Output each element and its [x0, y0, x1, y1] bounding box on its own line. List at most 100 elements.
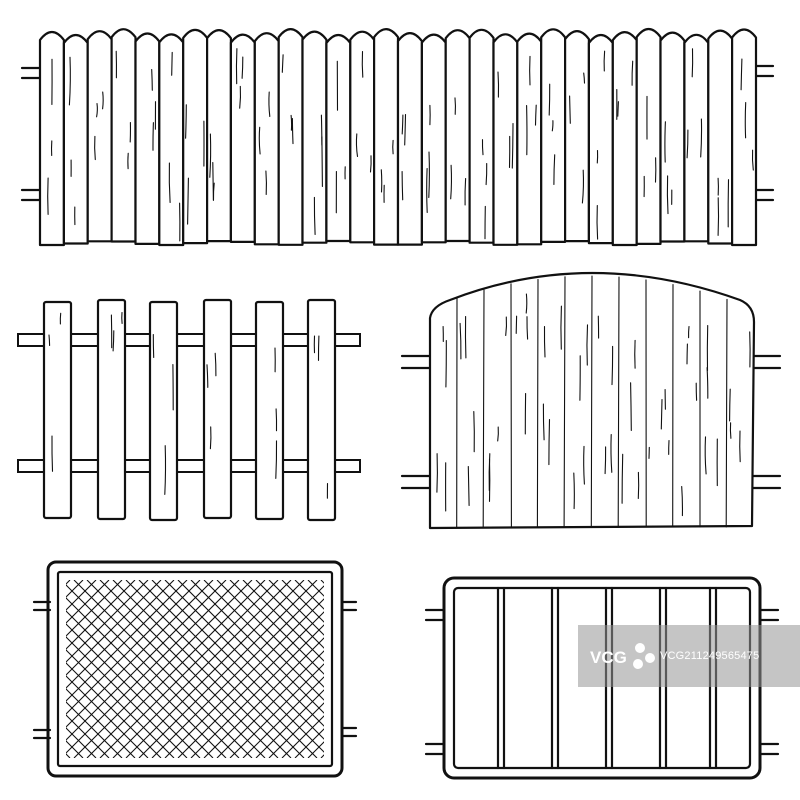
- slat-board: [306, 298, 337, 522]
- wood-grain: [209, 133, 212, 178]
- wood-grain: [209, 426, 212, 450]
- wood-grain: [48, 334, 51, 347]
- wood-grain: [450, 164, 453, 200]
- wood-grain: [505, 316, 508, 337]
- mesh-wire: [242, 676, 324, 758]
- mesh-wire: [66, 580, 71, 585]
- mesh-wire: [151, 585, 324, 758]
- mesh-wire: [66, 714, 110, 758]
- mesh-wire: [229, 663, 324, 758]
- mesh-wire: [138, 580, 318, 758]
- wood-grain: [187, 177, 189, 225]
- wood-grain: [621, 453, 624, 504]
- picket-board: [325, 33, 352, 243]
- picket-board: [134, 32, 161, 245]
- mesh-wire: [66, 580, 214, 728]
- mesh-wire: [73, 580, 253, 758]
- wood-grain: [583, 72, 586, 84]
- wood-grain: [467, 465, 470, 507]
- wood-grain: [596, 204, 599, 240]
- wood-grain: [404, 114, 407, 146]
- wood-grain: [573, 472, 575, 510]
- picket-board: [611, 31, 638, 247]
- fence1-boards: [38, 27, 758, 247]
- wood-grain: [112, 330, 115, 352]
- wood-grain: [275, 440, 278, 479]
- picket-board: [38, 30, 65, 247]
- mesh-wire: [66, 580, 123, 637]
- watermark-band: [578, 625, 800, 687]
- wood-grain: [617, 101, 619, 117]
- picket-board: [373, 28, 400, 246]
- picket-board: [62, 33, 89, 245]
- mesh-wire: [373, 580, 551, 758]
- mesh-wire: [255, 580, 324, 649]
- picket-board: [277, 28, 304, 246]
- slat-board: [202, 298, 233, 520]
- fence1-rails: [20, 64, 775, 202]
- slat-board: [96, 298, 127, 521]
- mesh-wire: [190, 624, 324, 758]
- wood-grain: [313, 196, 316, 236]
- panel-board-seam: [617, 276, 620, 528]
- mesh-wire: [360, 580, 538, 758]
- wood-grain: [51, 435, 54, 472]
- wood-grain: [548, 419, 551, 466]
- mesh-wire: [66, 580, 136, 650]
- wood-grain: [265, 170, 267, 196]
- wood-grain: [168, 162, 171, 204]
- picket-board: [731, 28, 758, 247]
- mesh-wire: [0, 580, 44, 758]
- wood-grain: [473, 411, 475, 453]
- picket-board: [253, 32, 280, 246]
- wood-grain: [497, 71, 500, 98]
- slat-board: [42, 300, 73, 520]
- wood-grain: [481, 139, 484, 156]
- wood-grain: [488, 453, 491, 492]
- wood-grain: [151, 68, 153, 91]
- wood-grain: [583, 445, 585, 485]
- watermark-brand: VCG: [590, 648, 627, 667]
- wood-grain: [171, 51, 173, 76]
- picket-board: [86, 30, 113, 243]
- wood-grain: [631, 60, 634, 86]
- wood-grain: [511, 122, 514, 169]
- mesh-wire: [66, 580, 110, 624]
- wood-grain: [355, 133, 359, 158]
- mesh-wire: [112, 580, 292, 758]
- watermark-id-text: VCG211249565475: [660, 650, 760, 662]
- mesh-wire: [66, 580, 175, 689]
- wood-grain: [241, 56, 244, 79]
- wood-grain: [586, 324, 589, 366]
- wood-grain: [164, 445, 167, 495]
- wood-grain: [291, 117, 294, 145]
- mesh-wire: [66, 580, 97, 611]
- mesh-wire: [164, 598, 324, 758]
- wood-grain: [660, 398, 663, 430]
- wood-grain: [361, 51, 364, 78]
- wood-grain: [321, 136, 323, 188]
- wood-grain: [68, 56, 71, 106]
- wood-grain: [185, 104, 187, 139]
- picket-board: [564, 30, 590, 243]
- mesh-wire: [125, 580, 305, 758]
- mesh-wire: [66, 753, 71, 758]
- mesh-wire: [399, 580, 577, 758]
- wood-grain: [212, 182, 215, 201]
- wood-grain: [611, 345, 614, 386]
- mesh-wire: [412, 580, 590, 758]
- wood-grain: [630, 382, 632, 432]
- mesh-wire: [373, 580, 551, 758]
- panel-board-seam: [482, 289, 485, 528]
- mesh-wire: [425, 580, 603, 758]
- mesh-wire: [66, 740, 84, 758]
- mesh-wire: [386, 580, 564, 758]
- mesh-wire: [242, 580, 324, 662]
- mesh-wire: [320, 754, 324, 758]
- wood-grain: [548, 83, 551, 116]
- mesh-wire: [86, 580, 266, 758]
- mesh-wire: [320, 580, 324, 584]
- wood-grain: [281, 54, 284, 73]
- mesh-wire: [399, 580, 577, 758]
- mesh-wire: [412, 580, 590, 758]
